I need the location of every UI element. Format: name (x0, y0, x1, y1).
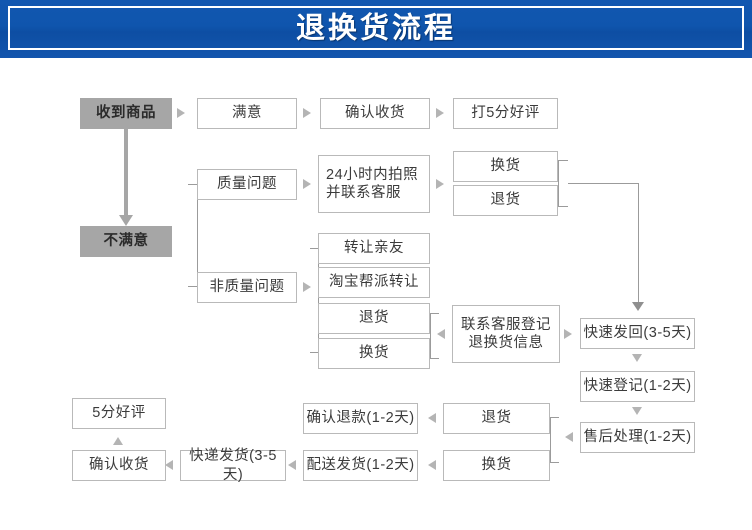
node-taobao-gang-transfer[interactable]: 淘宝帮派转让 (318, 267, 430, 298)
connector-top-pair-horizontal (568, 183, 639, 184)
node-fast-send-back[interactable]: 快速发回(3-5天) (580, 318, 695, 349)
arrow-confirm-to-rating-bottom-icon (113, 437, 123, 445)
bracket-bottom-return-exchange (550, 417, 559, 463)
node-photo-24h[interactable]: 24小时内拍照 并联系客服 (318, 155, 430, 213)
connector-received-to-unsatisfied (124, 129, 128, 219)
node-quality-issue[interactable]: 质量问题 (197, 169, 297, 200)
connector-top-pair-vertical (638, 183, 639, 305)
arrow-down-to-unsatisfied-icon (119, 215, 133, 226)
bracket-nonquality-options (310, 248, 319, 353)
node-confirm-receipt-top[interactable]: 确认收货 (320, 98, 430, 129)
node-return-mid[interactable]: 退货 (318, 303, 430, 334)
header-banner-inner-border (8, 6, 744, 50)
arrow-photo-to-exchange-return-icon (436, 179, 444, 189)
node-return-top[interactable]: 退货 (453, 185, 558, 216)
arrow-service-to-fast-send-back-icon (564, 329, 572, 339)
node-five-star-rating-bottom[interactable]: 5分好评 (72, 398, 166, 429)
node-return-bottom[interactable]: 退货 (443, 403, 550, 434)
header-banner: 退换货流程 (0, 0, 752, 58)
arrow-quality-to-photo-icon (303, 179, 311, 189)
arrow-service-to-mid-pair-icon (437, 329, 445, 339)
node-five-star-rating-top[interactable]: 打5分好评 (453, 98, 558, 129)
node-received-goods[interactable]: 收到商品 (80, 98, 172, 129)
node-exchange-mid[interactable]: 换货 (318, 338, 430, 369)
arrow-satisfied-to-confirm-icon (303, 108, 311, 118)
node-confirm-receipt-bottom[interactable]: 确认收货 (72, 450, 166, 481)
node-transfer-to-friend[interactable]: 转让亲友 (318, 233, 430, 264)
arrow-confirm-to-rating-icon (436, 108, 444, 118)
page-title: 退换货流程 (295, 12, 456, 45)
node-fast-register[interactable]: 快速登记(1-2天) (580, 371, 695, 402)
arrow-exchange-to-delivery-icon (428, 460, 436, 470)
arrow-aftersales-to-bottom-pair-icon (565, 432, 573, 442)
node-non-quality-issue[interactable]: 非质量问题 (197, 272, 297, 303)
node-delivery-ship[interactable]: 配送发货(1-2天) (303, 450, 418, 481)
node-exchange-top[interactable]: 换货 (453, 151, 558, 182)
arrow-express-to-confirm-icon (165, 460, 173, 470)
bracket-mid-return-exchange (430, 313, 439, 359)
node-unsatisfied[interactable]: 不满意 (80, 226, 172, 257)
bracket-issue-split (188, 184, 198, 287)
node-confirm-refund[interactable]: 确认退款(1-2天) (303, 403, 418, 434)
arrow-received-to-satisfied-icon (177, 108, 185, 118)
node-exchange-bottom[interactable]: 换货 (443, 450, 550, 481)
node-after-sales-process[interactable]: 售后处理(1-2天) (580, 422, 695, 453)
arrow-return-to-refund-icon (428, 413, 436, 423)
bracket-top-exchange-return (558, 160, 568, 207)
arrow-down-to-fast-send-back-icon (632, 302, 644, 311)
node-express-ship[interactable]: 快递发货(3-5天) (180, 448, 286, 483)
node-contact-service-register[interactable]: 联系客服登记 退换货信息 (452, 305, 560, 363)
arrow-delivery-to-express-icon (288, 460, 296, 470)
arrow-register-to-aftersales-icon (632, 407, 642, 415)
arrow-nonquality-to-options-icon (303, 282, 311, 292)
arrow-send-back-to-register-icon (632, 354, 642, 362)
node-satisfied[interactable]: 满意 (197, 98, 297, 129)
